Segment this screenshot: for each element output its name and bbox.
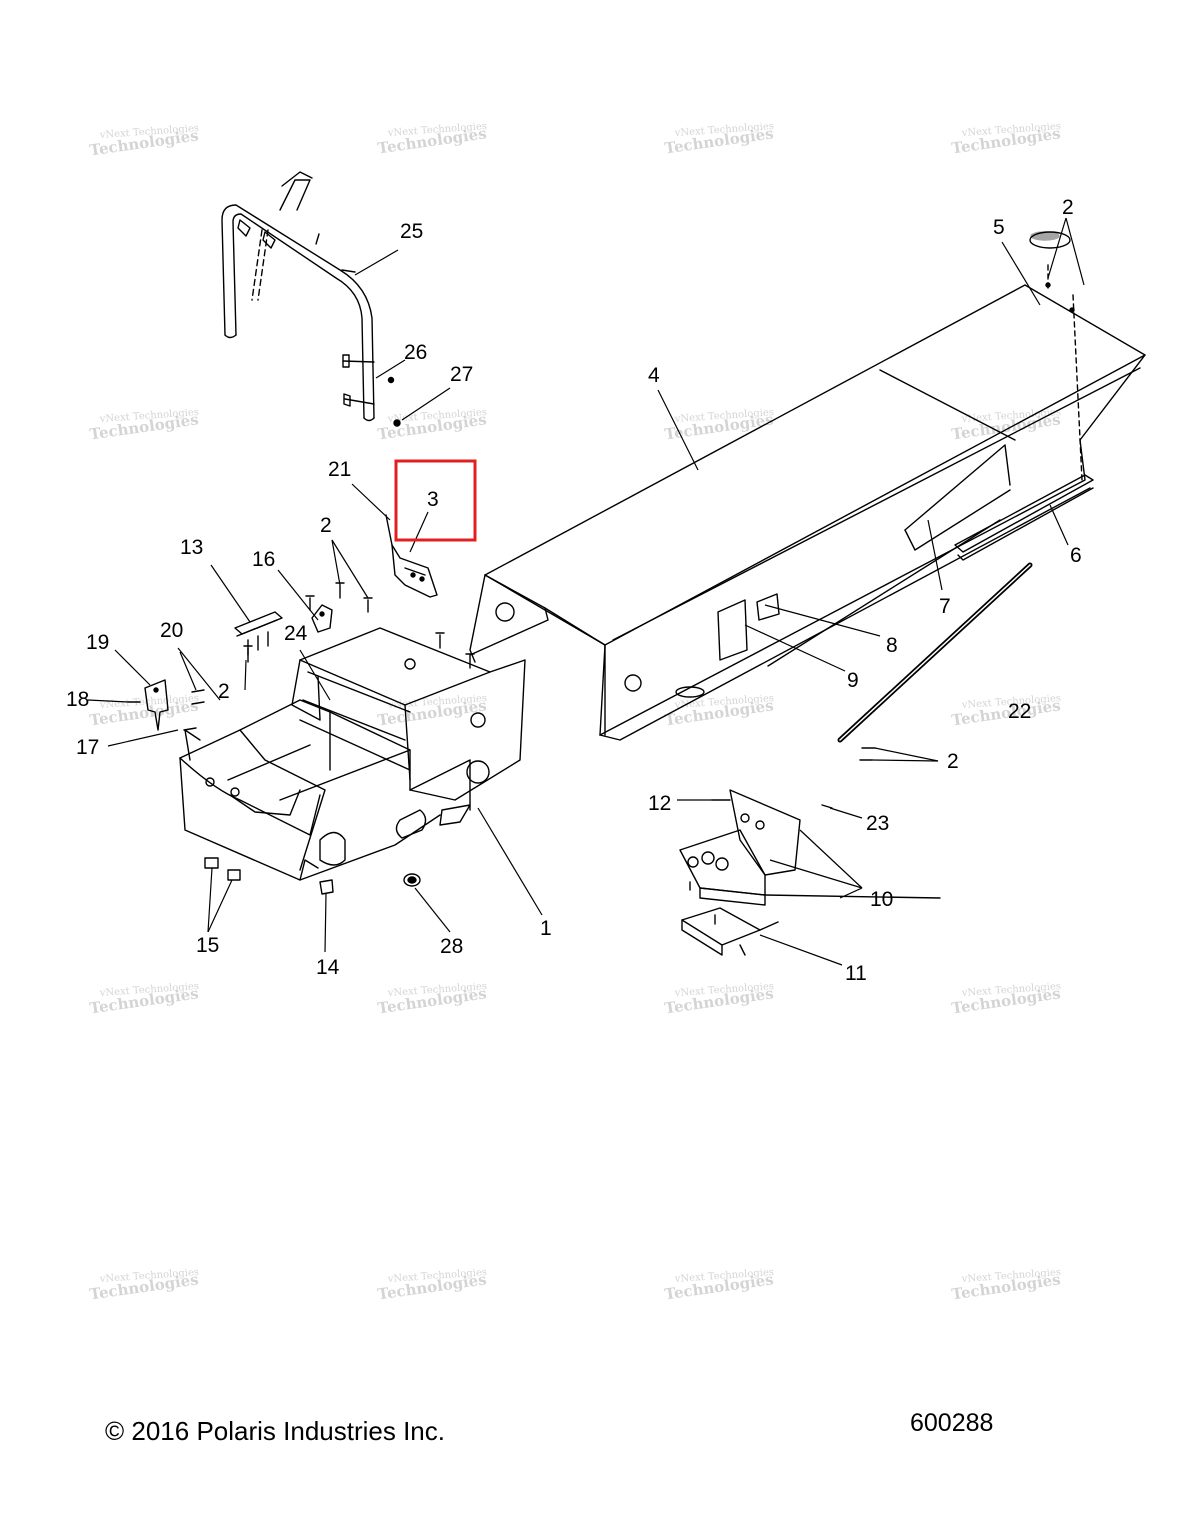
part-label-16[interactable]: 16 [252, 548, 275, 571]
bracket-10-drawing [679, 789, 941, 906]
part-label-5[interactable]: 5 [993, 216, 1005, 239]
part-label-6[interactable]: 6 [1070, 544, 1082, 567]
part-label-24[interactable]: 24 [284, 622, 308, 645]
part-label-21[interactable]: 21 [328, 458, 351, 481]
part-label-10[interactable]: 10 [870, 888, 893, 911]
watermark: vNext Technologies Technologies [950, 1267, 1061, 1303]
part-label-17[interactable]: 17 [76, 736, 99, 759]
part-label-4[interactable]: 4 [648, 364, 660, 387]
front-panel-24-drawing [302, 671, 411, 741]
part-label-2[interactable]: 2 [947, 750, 959, 773]
front-frame-drawing [179, 627, 526, 881]
part-label-11[interactable]: 11 [845, 962, 867, 985]
watermark: vNext Technologies Technologies [663, 407, 774, 443]
watermark: vNext Technologies Technologies [663, 981, 774, 1017]
watermark: vNext Technologies Technologies [376, 1267, 487, 1303]
rail-6-drawing [954, 474, 1094, 561]
part-label-14[interactable]: 14 [316, 956, 340, 979]
part-label-25[interactable]: 25 [400, 220, 423, 243]
copyright-text: © 2016 Polaris Industries Inc. [105, 1416, 445, 1446]
part-label-13[interactable]: 13 [180, 536, 203, 559]
watermark: vNext Technologies Technologies [88, 123, 199, 159]
part-label-8[interactable]: 8 [886, 634, 898, 657]
plug-14-drawing [319, 879, 334, 895]
watermark: vNext Technologies Technologies [88, 407, 199, 443]
clamp-28-drawing [403, 873, 421, 887]
bar-22-drawing [837, 562, 1033, 743]
part-label-2[interactable]: 2 [218, 680, 230, 703]
watermark: vNext Technologies Technologies [88, 981, 199, 1017]
bracket-19-drawing [144, 679, 169, 731]
part-label-3[interactable]: 3 [427, 488, 439, 511]
hinge-13-drawing [234, 611, 283, 656]
part-label-23[interactable]: 23 [866, 812, 889, 835]
part-label-15[interactable]: 15 [196, 934, 219, 957]
part-label-20[interactable]: 20 [160, 619, 183, 642]
leader-lines [87, 217, 1085, 966]
drawing-number: 600288 [910, 1409, 994, 1437]
part-label-7[interactable]: 7 [939, 595, 951, 618]
watermark: vNext Technologies Technologies [376, 121, 487, 157]
bolts-15-drawing [204, 857, 241, 881]
part-labels: 25 26 27 21 3 2 13 16 24 19 20 2 18 17 4… [66, 196, 1082, 985]
highlight-box [394, 459, 477, 542]
watermark: vNext Technologies Technologies [950, 121, 1061, 157]
watermark: vNext Technologies Technologies [88, 693, 199, 729]
watermark: vNext Technologies Technologies [88, 1267, 199, 1303]
rivet-26-drawing [387, 376, 395, 384]
bracket-3-drawing [385, 514, 438, 598]
part-label-22[interactable]: 22 [1008, 700, 1031, 723]
grab-handle-drawing [221, 171, 375, 422]
part-label-1[interactable]: 1 [540, 917, 552, 940]
watermark: vNext Technologies Technologies [950, 693, 1061, 729]
bracket-11-drawing [681, 907, 779, 956]
watermark: vNext Technologies Technologies [376, 407, 487, 443]
part-label-19[interactable]: 19 [86, 631, 109, 654]
part-label-26[interactable]: 26 [404, 341, 427, 364]
rivet-27-drawing [393, 419, 401, 427]
watermark: vNext Technologies Technologies [663, 693, 774, 729]
watermark: vNext Technologies Technologies [663, 1267, 774, 1303]
part-label-18[interactable]: 18 [66, 688, 89, 711]
tunnel-drawing [469, 231, 1146, 741]
part-label-27[interactable]: 27 [450, 363, 473, 386]
watermark: vNext Technologies Technologies [376, 981, 487, 1017]
part-label-28[interactable]: 28 [440, 935, 463, 958]
part-label-2[interactable]: 2 [1062, 196, 1074, 219]
watermark: vNext Technologies Technologies [950, 981, 1061, 1017]
watermark: vNext Technologies Technologies [376, 693, 487, 729]
clip-16-drawing [311, 604, 333, 633]
part-label-9[interactable]: 9 [847, 669, 859, 692]
watermark: vNext Technologies Technologies [663, 121, 774, 157]
part-label-12[interactable]: 12 [648, 792, 671, 815]
watermark: vNext Technologies Technologies [950, 407, 1061, 443]
part-label-2[interactable]: 2 [320, 514, 332, 537]
